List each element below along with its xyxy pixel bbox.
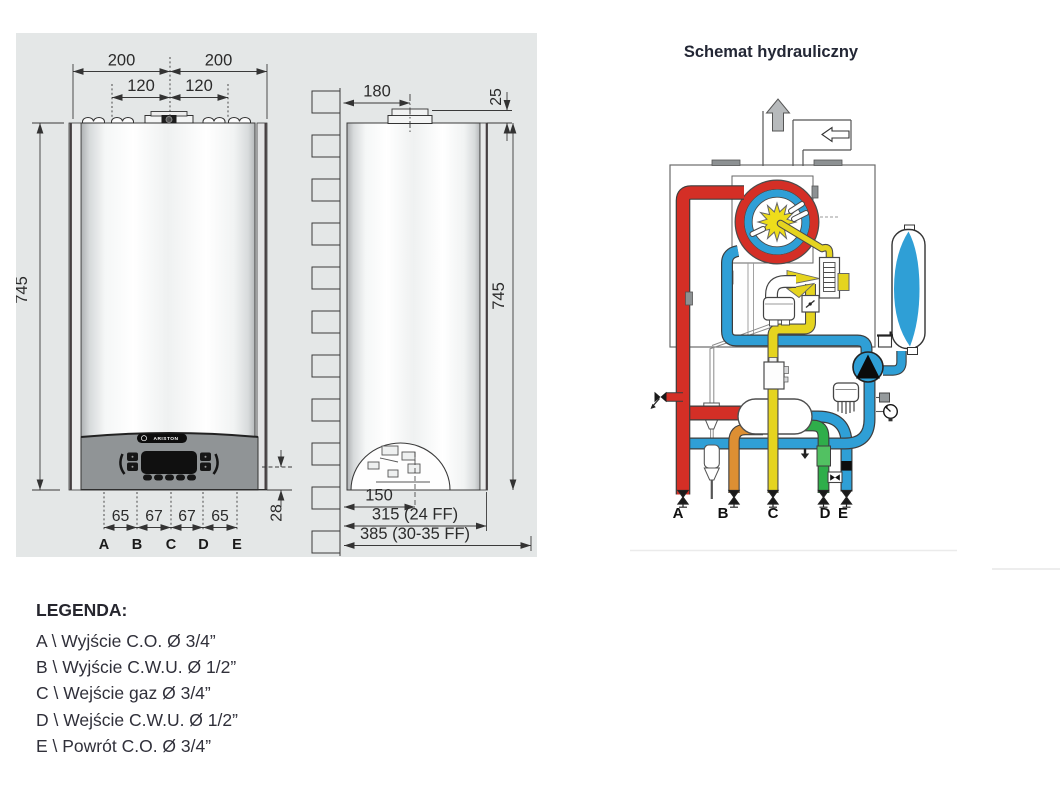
hydraulic-schematic: Schemat hydrauliczny [628, 30, 960, 562]
exhaust-arrow-icon [765, 98, 791, 132]
legend-item-c: C \ Wejście gaz Ø 3/4” [36, 683, 211, 704]
service-valve-band [841, 461, 852, 471]
dim-panel-depth: 28 [269, 504, 286, 522]
legend-item-b: B \ Wyjście C.W.U. Ø 1/2” [36, 657, 237, 678]
dim-spacing-4: 65 [211, 508, 229, 525]
dim-flue-offset: 25 [488, 88, 505, 106]
top-pipe-connectors [82, 117, 251, 124]
shutoff-valves [676, 489, 853, 508]
legend-heading: LEGENDA: [36, 600, 128, 620]
schematic-port-d: D [820, 505, 831, 522]
flow-switch [832, 382, 860, 414]
condensate-siphon [703, 444, 721, 499]
dim-height-front: 745 [16, 276, 31, 304]
dimension-drawing: ARISTON [13, 52, 532, 556]
dim-height-side: 745 [490, 282, 508, 310]
front-view-drawing: ARISTON [13, 52, 292, 553]
brand-badge [137, 433, 187, 443]
legend-item-a: A \ Wyjście C.O. Ø 3/4” [36, 631, 216, 651]
boiler-front-body [80, 122, 256, 491]
boiler-left-side [68, 122, 82, 491]
expansion-vessel [891, 224, 926, 355]
brand-label: ARISTON [154, 436, 179, 442]
side-view-drawing: 180 25 745 150 315 (24 FF) 385 (30-35 FF… [311, 83, 532, 556]
schematic-port-a: A [673, 505, 684, 522]
port-letter-d: D [198, 537, 208, 553]
pressure-gauge-icon [876, 404, 899, 422]
port-letter-a: A [99, 537, 110, 553]
dim-depth-24ff: 315 (24 FF) [372, 506, 458, 524]
dim-flue-right: 120 [185, 77, 213, 95]
wall-hatch [311, 88, 341, 556]
schematic-title: Schemat hydrauliczny [684, 43, 859, 61]
air-intake-arrow-icon [821, 126, 850, 143]
legend-item-d: D \ Wejście C.W.U. Ø 1/2” [36, 709, 238, 730]
dim-wall-to-flue: 180 [363, 83, 391, 101]
auto-air-vent [877, 331, 893, 348]
burner-icon [756, 201, 798, 243]
safety-valve-icon [650, 391, 667, 409]
dim-base: 150 [365, 487, 393, 505]
air-elbow [765, 275, 796, 301]
port-letter-c: C [166, 537, 177, 553]
dim-depth-30-35ff: 385 (30-35 FF) [360, 525, 470, 543]
dim-flue-left: 120 [127, 77, 155, 95]
schematic-port-b: B [718, 505, 729, 522]
front-dimensions [32, 57, 292, 531]
bottom-service-cutout [350, 442, 451, 509]
flue-duct [762, 111, 852, 166]
boiler-display [141, 451, 197, 474]
silencer-canister [762, 296, 796, 327]
gas-line-yellow [767, 219, 834, 493]
primary-heat-exchanger [734, 179, 838, 265]
port-letter-b: B [132, 537, 142, 553]
gas-valve-lower [763, 357, 789, 390]
dim-width-left: 200 [108, 52, 136, 70]
ignition-electrodes [749, 201, 809, 237]
dhw-in-pipe-green [799, 419, 830, 493]
schematic-port-e: E [838, 505, 848, 522]
legend: LEGENDA: A \ Wyjście C.O. Ø 3/4” B \ Wyj… [36, 600, 238, 759]
gas-flow-sensor [801, 294, 820, 313]
footer-divider-right [992, 568, 1060, 570]
dim-width-right: 200 [205, 52, 233, 70]
gas-valve-upper [818, 256, 850, 299]
circulation-pump [852, 351, 884, 383]
legend-item-e: E \ Powrót C.O. Ø 3/4” [36, 735, 212, 756]
dim-spacing-2: 67 [145, 508, 163, 525]
boiler-side-body [346, 122, 481, 491]
dim-spacing-1: 65 [112, 508, 130, 525]
flue-collar-front [144, 111, 194, 124]
technical-drawing-panel: ARISTON [13, 33, 537, 557]
control-panel: ARISTON [80, 432, 267, 491]
side-dimensions [343, 92, 532, 551]
pressure-sensor [879, 392, 890, 403]
schematic-port-c: C [768, 505, 779, 522]
port-letter-e: E [232, 537, 242, 553]
hydraulic-schematic-svg: Schemat hydrauliczny [630, 43, 957, 552]
dim-spacing-3: 67 [178, 508, 196, 525]
brand-logo-icon [141, 435, 147, 442]
bypass-valve [827, 471, 843, 484]
return-circuit-blue [683, 245, 907, 492]
inlet-filter [816, 445, 831, 467]
flow-circuit-red [666, 185, 744, 495]
